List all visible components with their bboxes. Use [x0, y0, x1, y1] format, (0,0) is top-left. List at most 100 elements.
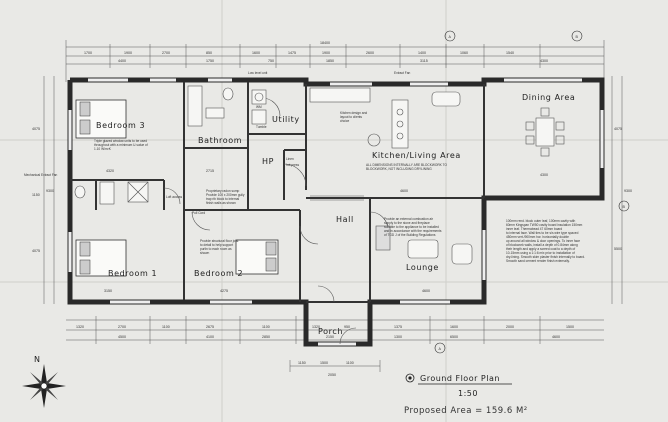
bed-bedroom2 [235, 239, 279, 275]
dim-inner-6: 4275 [220, 289, 228, 293]
dim-bot2-3: 2850 [262, 335, 270, 339]
note-hot-press: hot press [286, 163, 300, 167]
note-wall-4: to internal face. Wall ties to be s/s wi… [506, 231, 579, 235]
external-walls [67, 77, 605, 347]
note-wall-11: Smooth sand cement render finish externa… [506, 259, 570, 263]
dim-top-7: 1900 [322, 51, 330, 55]
dim-inner-1: 4320 [106, 169, 114, 173]
section-marker-b: B B [571, 30, 630, 212]
dim-top2-1: 4400 [118, 59, 126, 63]
dim-left-3: 4075 [32, 249, 40, 253]
dim-left-4: 9300 [46, 189, 54, 193]
dim-top-5: 1600 [252, 51, 260, 55]
dim-top-10: 1060 [460, 51, 468, 55]
dim-bot-8: 1375 [394, 325, 402, 329]
note-wall-5: 450mm vert./900mm hor. horizontally doub… [506, 235, 569, 239]
room-label-lounge: Lounge [406, 263, 439, 272]
dim-porch-2: 1500 [320, 361, 328, 365]
dim-right-2: 5500 [614, 247, 622, 251]
dim-bot-1: 1320 [76, 325, 84, 329]
dim-bot-6: 1320 [312, 325, 320, 329]
note-lounge-2: supply to the stove and fireplace [384, 221, 430, 225]
note-bedroom3-2: throughout with a minimum U-value of [94, 143, 148, 147]
note-kitchen-3: choice [340, 119, 349, 123]
note-mechanical-extract: Mechanical Extract Fan [24, 173, 58, 177]
note-tumble: Tumble [256, 125, 267, 129]
lounge-furniture [375, 225, 473, 265]
room-label-porch: Porch [318, 327, 343, 336]
kitchen-units [309, 87, 461, 149]
bed-bedroom1 [75, 239, 127, 277]
room-label-bedroom3: Bedroom 3 [96, 121, 145, 130]
proposed-area: Proposed Area = 159.6 M² [404, 406, 528, 416]
note-extract-fan: Extract Fan [394, 71, 411, 75]
dim-top-4: 850 [206, 51, 212, 55]
note-loft-access: Loft access [166, 195, 183, 199]
dim-porch-1: 1150 [298, 361, 306, 365]
bed-bedroom3 [75, 99, 127, 139]
dim-top-2: 1900 [124, 51, 132, 55]
note-lounge-5: of TGD J of the Building Regulations [384, 233, 436, 237]
note-bedroom3-3: 1.10 W/m²K [94, 147, 112, 151]
plan-scale: 1:50 [458, 389, 478, 398]
note-pull-cord: Pull Cord [192, 211, 205, 215]
windows [68, 78, 604, 346]
hall-stair [310, 195, 364, 201]
section-label-b: B [576, 35, 579, 39]
dimension-labels: 18400 1700 1900 2700 850 1600 1475 1900 … [32, 41, 632, 377]
north-label: N [34, 355, 41, 364]
room-label-utility: Utility [272, 115, 300, 124]
note-bed2-3: purlin to each room as [200, 247, 232, 251]
note-lounge-4: and in accordance with the requirements [384, 229, 442, 233]
dim-inner-2: 2715 [206, 169, 214, 173]
dim-right-3: 9300 [624, 189, 632, 193]
note-hp-2: Provide 100 x 200mm gully [206, 193, 245, 197]
dim-top2-5: 3115 [420, 59, 428, 63]
room-label-bathroom: Bathroom [198, 136, 242, 145]
dim-bot-4: 2675 [206, 325, 214, 329]
dim-bot-7: 950 [344, 325, 350, 329]
room-label-bedroom2: Bedroom 2 [194, 269, 243, 278]
note-hp-4: finish walls as shown [206, 201, 236, 205]
note-blockwork-2: BLOCKWORK, NOT INCLUDING DRYLINING [366, 167, 432, 171]
title-block: Ground Floor Plan 1:50 Proposed Area = 1… [404, 373, 528, 416]
note-hp-3: trap rib block to internal [206, 197, 239, 201]
plan-title: Ground Floor Plan [420, 374, 500, 383]
dim-bot-9: 1600 [450, 325, 458, 329]
room-label-hp: HP [262, 157, 274, 166]
note-wall-8: their length and apply a screed coat to … [506, 247, 575, 251]
dim-inner-3: 4300 [540, 173, 548, 177]
dim-bot2-6: 6500 [450, 335, 458, 339]
dim-top-6: 1475 [288, 51, 296, 55]
dim-top-3: 2700 [162, 51, 170, 55]
dining-table [525, 107, 565, 157]
top-dimension-lines [65, 40, 605, 82]
dim-inner-7: 4600 [422, 289, 430, 293]
room-label-hall: Hall [336, 215, 354, 224]
note-wall-9: 10-15mm using a 1:1:6 mix prior to insta… [506, 251, 575, 255]
dim-inner-5: 3150 [104, 289, 112, 293]
note-hp-1: Proprietary radon sump [206, 189, 240, 193]
note-wall-7: of blockwork walls, install a depth of 0… [506, 243, 578, 247]
dim-inner-4: 4600 [400, 189, 408, 193]
section-label-b-right: B [623, 205, 626, 209]
dim-bot2-7: 4600 [552, 335, 560, 339]
note-bedroom3-1: Triple glazed window units to be used [94, 139, 147, 143]
dim-left-2: 1150 [32, 193, 40, 197]
dim-top-9: 1400 [418, 51, 426, 55]
note-linen: Linen [286, 157, 294, 161]
dim-bot-5: 1100 [262, 325, 270, 329]
note-wall-1: 100mm rend. block outer leaf, 100mm cavi… [506, 219, 575, 223]
room-label-dining: Dining Area [522, 93, 575, 102]
dim-bot2-1: 4500 [118, 335, 126, 339]
dim-top2-2: 1750 [206, 59, 214, 63]
note-bed2-2: to detail to help support [200, 243, 233, 247]
dim-overall-top: 18400 [320, 41, 330, 45]
notes: Triple glazed window units to be used th… [24, 71, 585, 263]
note-kitchen-1: Kitchen design and [340, 111, 367, 115]
dim-top-8: 2600 [366, 51, 374, 55]
dim-porch-4: 2050 [328, 373, 336, 377]
note-bed2-1: Provide structural floor joist [200, 239, 239, 243]
section-label-a: A [449, 35, 452, 39]
